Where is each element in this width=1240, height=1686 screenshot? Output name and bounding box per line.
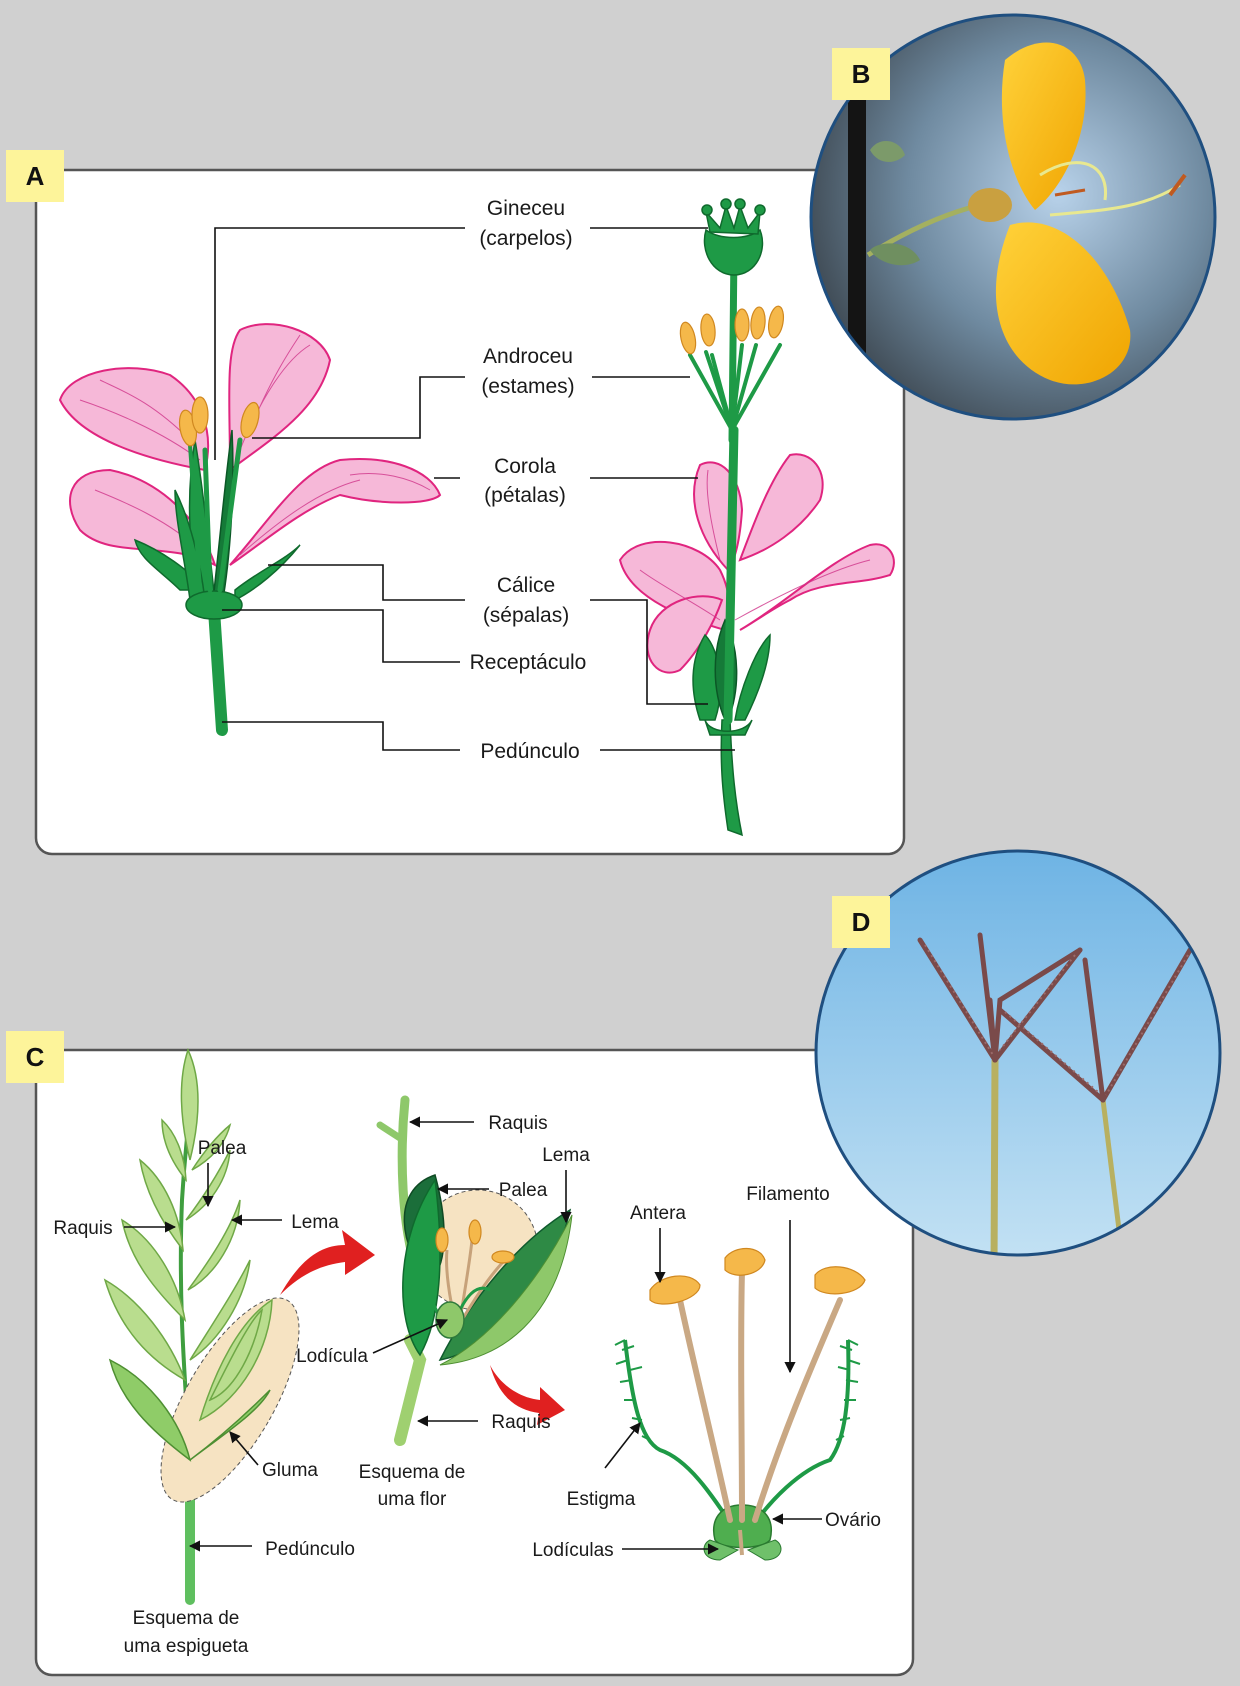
caption-flower-2: uma flor [378,1489,447,1510]
panel-d-tag: D [832,896,890,948]
label-androceu: Androceu [483,345,573,368]
panel-b-tag-text: B [852,59,871,89]
label-corola: Corola [494,455,556,478]
label-raquis-flower-bottom: Raquis [491,1412,550,1433]
label-calice-sub: (sépalas) [483,604,569,627]
label-raquis-spikelet: Raquis [53,1218,112,1239]
label-ovario: Ovário [825,1510,881,1531]
label-gineceu-sub: (carpelos) [479,227,572,250]
label-raquis-flower-top: Raquis [488,1113,547,1134]
label-lema-flower: Lema [542,1145,590,1166]
label-lodicula: Lodícula [296,1346,368,1367]
panel-c-tag: C [6,1031,64,1083]
label-androceu-sub: (estames) [481,375,574,398]
caption-spikelet-2: uma espigueta [124,1636,249,1657]
label-receptaculo: Receptáculo [470,651,587,674]
label-palea-spikelet: Palea [198,1138,247,1159]
label-antera: Antera [630,1203,686,1224]
label-lodiculas: Lodículas [532,1540,613,1561]
label-pedunculo-c: Pedúnculo [265,1539,355,1560]
panel-d-tag-text: D [852,907,871,937]
label-corola-sub: (pétalas) [484,484,566,507]
label-calice: Cálice [497,574,555,597]
label-gineceu: Gineceu [487,197,565,220]
label-palea-flower: Palea [499,1180,548,1201]
panel-b-tag: B [832,48,890,100]
panel-c: C [6,1031,913,1675]
panel-a-tag: A [6,150,64,202]
panel-c-tag-text: C [26,1042,45,1072]
caption-spikelet-1: Esquema de [133,1608,240,1629]
label-estigma: Estigma [567,1489,636,1510]
label-pedunculo-a: Pedúnculo [480,740,579,763]
caption-flower-1: Esquema de [359,1462,466,1483]
label-lema-spikelet: Lema [291,1212,339,1233]
label-filamento: Filamento [746,1184,829,1205]
panel-a: A [6,150,904,854]
panel-a-tag-text: A [26,161,45,191]
label-gluma: Gluma [262,1460,318,1481]
